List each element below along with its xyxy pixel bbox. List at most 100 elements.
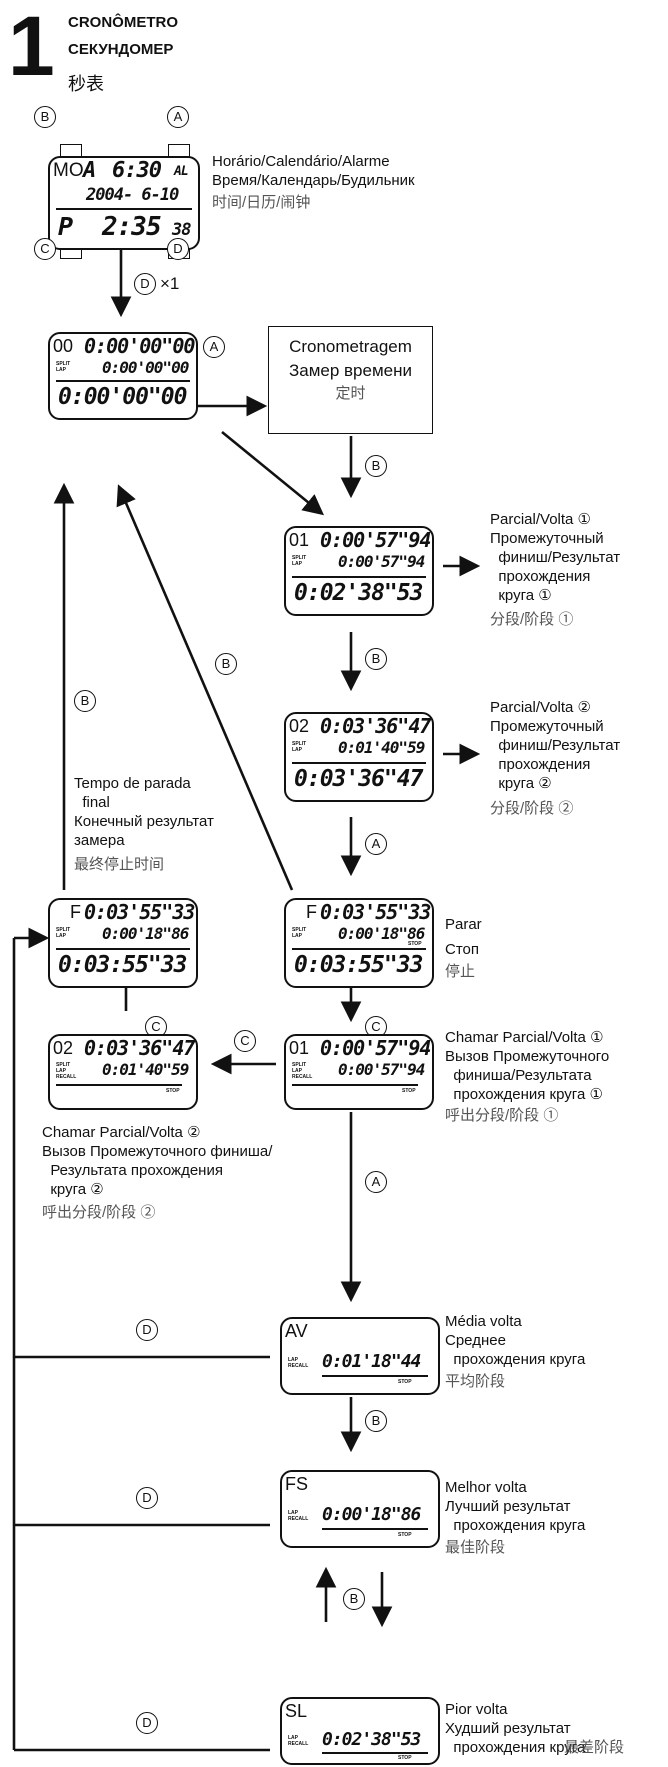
mid-time: 0:01'40"59 bbox=[338, 738, 425, 757]
press-count: ×1 bbox=[160, 274, 180, 293]
timing-pt: Cronometragem bbox=[289, 337, 412, 356]
mode-code: FS bbox=[285, 1474, 309, 1494]
average-label-zh: 平均阶段 bbox=[445, 1373, 506, 1390]
lap2-label: Parcial/Volta ② Промежуточный финиш/Резу… bbox=[490, 699, 621, 792]
stop-indicator: STOP bbox=[402, 1088, 416, 1094]
button-d-circle: D bbox=[134, 273, 156, 295]
top-time: 0:03'36"47 bbox=[320, 714, 431, 738]
watch-lcd: MO A 6:30 AL 2004- 6-10 P 2:35 38 bbox=[48, 156, 200, 250]
date-value: 2004- 6-10 bbox=[86, 185, 179, 205]
button-c-circle: C bbox=[34, 238, 56, 260]
button-d-circle: D bbox=[136, 1319, 158, 1341]
button-b-circle: B bbox=[365, 455, 387, 477]
lap2-lcd: 02 0:03'36"47 SPLIT LAP 0:01'40"59 0:03'… bbox=[284, 712, 434, 802]
mid-time: 0:00'57"94 bbox=[338, 552, 425, 571]
bottom-time: 0:02'38"53 bbox=[294, 580, 423, 606]
button-a-stem bbox=[168, 144, 190, 158]
timing-box: Cronometragem Замер времени 定时 bbox=[268, 326, 433, 434]
lap2-label-zh: 分段/阶段 ② bbox=[490, 800, 574, 817]
slowest-label: Pior volta Худший результат прохождения … bbox=[445, 1701, 586, 1756]
recall1-label: Chamar Parcial/Volta ① Вызов Промежуточн… bbox=[445, 1029, 610, 1103]
mid-time: 0:00'18"86 bbox=[102, 924, 189, 943]
split-lap-label: SPLIT LAP bbox=[292, 927, 307, 939]
day-label: MO bbox=[53, 160, 84, 181]
lap-number: F bbox=[306, 902, 317, 922]
split-lap-label: SPLIT LAP RECALL bbox=[292, 1062, 313, 1080]
slowest-lcd: SL LAP RECALL 0:02'38"53 STOP bbox=[280, 1697, 440, 1765]
watch-label-zh: 时间/日历/闹钟 bbox=[212, 194, 311, 211]
lap1-label-zh: 分段/阶段 ① bbox=[490, 611, 574, 628]
button-d-circle: D bbox=[167, 238, 189, 260]
alarm-prefix: A bbox=[83, 158, 96, 183]
recall1-lcd: 01 0:00'57"94 SPLIT LAP RECALL 0:00'57"9… bbox=[284, 1034, 434, 1110]
final-label: Tempo de parada final Конечный результат… bbox=[74, 775, 214, 849]
button-b-circle: B bbox=[365, 1410, 387, 1432]
button-a-circle: A bbox=[365, 1171, 387, 1193]
stopwatch-reset-lcd: 00 0:00'00"00 SPLIT LAP 0:00'00"00 0:00'… bbox=[48, 332, 198, 420]
top-time: 0:00'57"94 bbox=[320, 528, 431, 552]
split-lap-label: SPLIT LAP bbox=[292, 741, 307, 753]
button-b-circle: B bbox=[215, 653, 237, 675]
lap-number: 01 bbox=[289, 530, 310, 550]
time-value: 6:30 bbox=[112, 158, 162, 183]
mid-time: 0:00'18"86 bbox=[338, 924, 425, 943]
button-a-circle: A bbox=[365, 833, 387, 855]
bottom-time: 0:03'36"47 bbox=[294, 766, 423, 792]
recall1-label-zh: 呼出分段/阶段 ① bbox=[445, 1107, 559, 1124]
top-time: 0:03'55"33 bbox=[84, 900, 195, 924]
pm-indicator: P bbox=[58, 212, 73, 241]
lap-number: 02 bbox=[53, 1038, 74, 1058]
title-zh: 秒表 bbox=[68, 74, 104, 94]
split-lap-label: SPLIT LAP RECALL bbox=[56, 1062, 77, 1080]
lap-recall-label: LAP RECALL bbox=[288, 1735, 309, 1747]
button-b-stem bbox=[60, 144, 82, 158]
stop-label-zh: 停止 bbox=[445, 963, 476, 980]
split-lap-label: SPLIT LAP bbox=[56, 927, 71, 939]
mode-code: SL bbox=[285, 1701, 308, 1721]
stop-indicator: STOP bbox=[166, 1088, 180, 1094]
lap-recall-label: LAP RECALL bbox=[288, 1357, 309, 1369]
title-pt: CRONÔMETRO bbox=[68, 14, 178, 31]
slowest-label-zh: 最差阶段 bbox=[564, 1739, 625, 1756]
button-d-circle: D bbox=[136, 1712, 158, 1734]
fastest-lcd: FS LAP RECALL 0:00'18"86 STOP bbox=[280, 1470, 440, 1548]
section-number: 1 bbox=[8, 0, 55, 93]
lap-recall-label: LAP RECALL bbox=[288, 1510, 309, 1522]
slowest-time: 0:02'38"53 bbox=[322, 1729, 421, 1750]
mid-time: 0:01'40"59 bbox=[102, 1060, 189, 1079]
mid-time: 0:00'57"94 bbox=[338, 1060, 425, 1079]
fastest-time: 0:00'18"86 bbox=[322, 1504, 421, 1525]
top-time: 0:03'36"47 bbox=[84, 1036, 195, 1060]
watch-label: Horário/Calendário/Alarme Время/Календар… bbox=[212, 153, 415, 189]
stop-indicator: STOP bbox=[398, 1755, 412, 1761]
recall2-lcd: 02 0:03'36"47 SPLIT LAP RECALL 0:01'40"5… bbox=[48, 1034, 198, 1110]
recall2-label: Chamar Parcial/Volta ② Вызов Промежуточн… bbox=[42, 1124, 273, 1198]
fastest-label: Melhor volta Лучший результат прохождени… bbox=[445, 1479, 586, 1534]
average-lcd: AV LAP RECALL 0:01'18"44 STOP bbox=[280, 1317, 440, 1395]
average-label: Média volta Среднее прохождения круга bbox=[445, 1313, 586, 1368]
final-label-zh: 最终停止时间 bbox=[74, 856, 165, 873]
button-b-circle: B bbox=[365, 648, 387, 670]
stop-lcd: F 0:03'55"33 SPLIT LAP 0:00'18"86 STOP 0… bbox=[284, 898, 434, 988]
button-c-circle: C bbox=[234, 1030, 256, 1052]
title-ru: СЕКУНДОМЕР bbox=[68, 41, 174, 58]
mid-time: 0:00'00"00 bbox=[102, 358, 189, 377]
lap-number: F bbox=[70, 902, 81, 922]
bottom-time: 0:03:55"33 bbox=[294, 952, 423, 978]
stop-label: Parar Стоп bbox=[445, 916, 482, 958]
fastest-label-zh: 最佳阶段 bbox=[445, 1539, 506, 1556]
lap-number: 00 bbox=[53, 336, 74, 356]
stop-indicator: STOP bbox=[398, 1379, 412, 1385]
lap1-label: Parcial/Volta ① Промежуточный финиш/Резу… bbox=[490, 511, 621, 604]
button-d-circle: D bbox=[136, 1487, 158, 1509]
button-a-circle: A bbox=[203, 336, 225, 358]
button-a-circle: A bbox=[167, 106, 189, 128]
timing-ru: Замер времени bbox=[288, 361, 412, 380]
bottom-time: 0:00'00"00 bbox=[58, 384, 187, 410]
top-time: 0:00'57"94 bbox=[320, 1036, 431, 1060]
timing-zh: 定时 bbox=[335, 385, 366, 402]
top-time: 0:00'00"00 bbox=[84, 334, 195, 358]
stop-indicator: STOP bbox=[408, 941, 422, 947]
lap1-lcd: 01 0:00'57"94 SPLIT LAP 0:00'57"94 0:02'… bbox=[284, 526, 434, 616]
